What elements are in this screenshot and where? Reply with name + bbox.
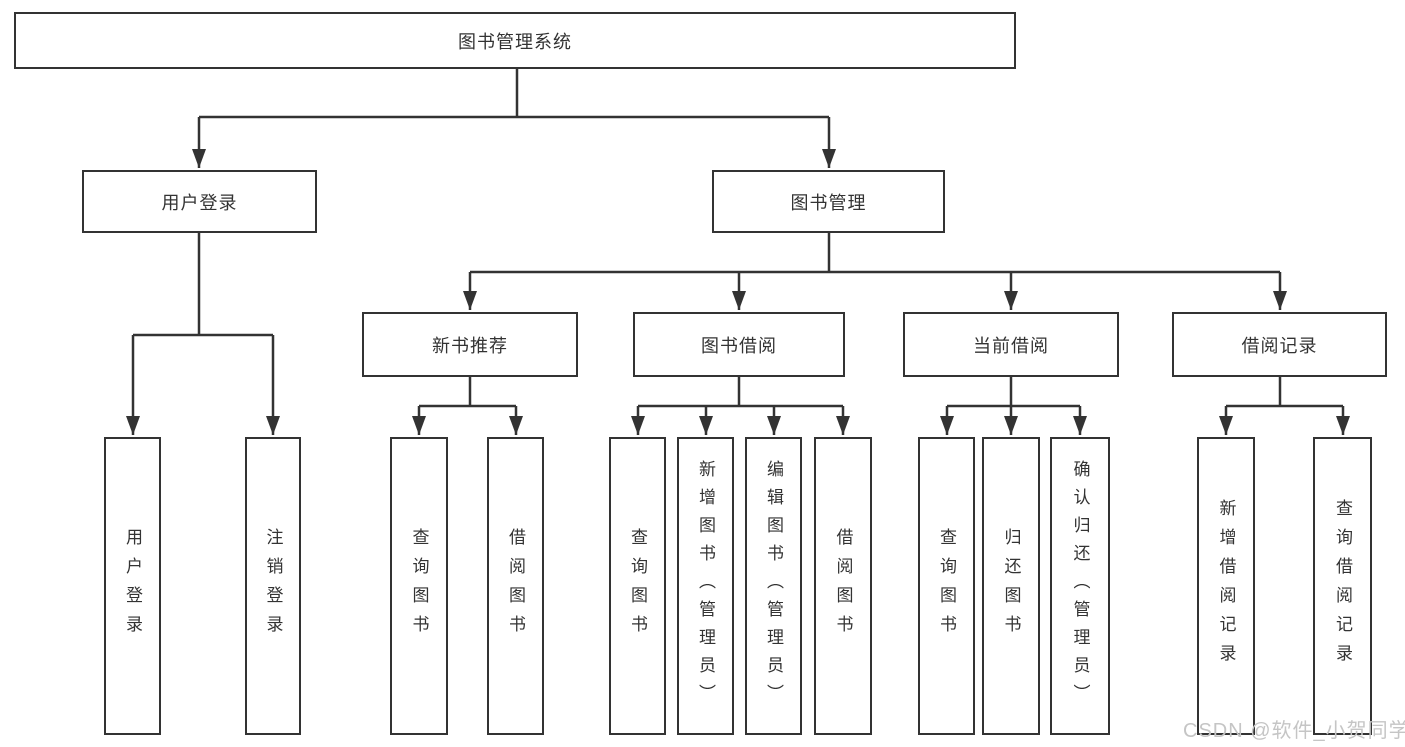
node-label: 图书借阅: [701, 335, 777, 356]
connector-book-borrowing-branch: [638, 377, 843, 408]
watermark: CSDN @软件_小贺同学: [1183, 720, 1405, 742]
node-library-management-system: 图书管理系统: [14, 12, 1016, 69]
connector-book-management-branch: [470, 233, 1280, 274]
connector-borrow-records-branch: [1226, 377, 1343, 408]
node-label: 新增图书（管理员）: [696, 460, 715, 712]
node-bb-edit-books-admin: 编辑图书（管理员）: [745, 437, 802, 735]
node-label: 借阅图书: [833, 528, 853, 644]
node-book-management: 图书管理: [712, 170, 945, 233]
node-label: 归还图书: [1001, 528, 1021, 644]
node-label: 查询借阅记录: [1333, 499, 1352, 673]
node-br-query-record: 查询借阅记录: [1313, 437, 1372, 735]
node-label: 借阅记录: [1241, 335, 1318, 356]
node-cb-confirm-return-admin: 确认归还（管理员）: [1050, 437, 1110, 735]
node-new-book-recommend: 新书推荐: [362, 312, 578, 377]
node-cb-return-books: 归还图书: [982, 437, 1040, 735]
node-bb-add-books-admin: 新增图书（管理员）: [677, 437, 734, 735]
node-bb-borrow-books: 借阅图书: [814, 437, 872, 735]
connector-user-login-branch: [133, 233, 273, 337]
node-label: 查询图书: [937, 528, 956, 644]
node-label: 查询图书: [628, 528, 647, 644]
node-label: 用户登录: [123, 528, 142, 644]
connector-root-to-level2: [199, 69, 829, 119]
node-label: 当前借阅: [973, 335, 1049, 356]
node-nb-borrow-books: 借阅图书: [487, 437, 544, 735]
node-borrow-records: 借阅记录: [1172, 312, 1387, 377]
node-current-borrowing: 当前借阅: [903, 312, 1119, 377]
node-label: 新书推荐: [432, 335, 508, 356]
node-label: 编辑图书（管理员）: [764, 460, 783, 712]
node-book-borrowing: 图书借阅: [633, 312, 845, 377]
node-nb-query-books: 查询图书: [390, 437, 448, 735]
node-label: 借阅图书: [506, 528, 525, 644]
node-cb-query-books: 查询图书: [918, 437, 975, 735]
node-label: 注销登录: [263, 528, 283, 644]
node-bb-query-books: 查询图书: [609, 437, 666, 735]
node-br-add-record: 新增借阅记录: [1197, 437, 1255, 735]
node-user-login-group: 用户登录: [82, 170, 317, 233]
node-label: 查询图书: [409, 528, 429, 644]
node-label: 图书管理: [790, 192, 867, 213]
connector-current-borrowing-branch: [947, 377, 1080, 408]
node-label: 用户登录: [161, 192, 238, 213]
node-label: 新增借阅记录: [1216, 499, 1236, 673]
node-label: 图书管理系统: [458, 31, 572, 52]
connector-new-book-branch: [419, 377, 516, 408]
node-user-login: 用户登录: [104, 437, 161, 735]
node-label: 确认归还（管理员）: [1070, 460, 1090, 712]
node-logout: 注销登录: [245, 437, 301, 735]
